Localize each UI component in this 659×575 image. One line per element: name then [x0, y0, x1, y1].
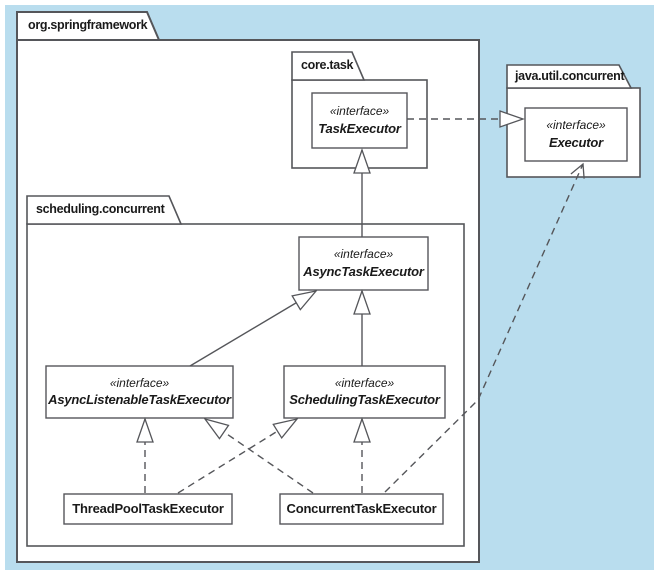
box-thread-pool-task-executor — [63, 493, 233, 525]
thread-pool-task-executor-name: ThreadPoolTaskExecutor — [72, 500, 224, 516]
interface-async-task-executor: «interface» AsyncTaskExecutor — [299, 237, 428, 290]
async-task-executor-name: AsyncTaskExecutor — [303, 263, 424, 279]
box-concurrent-task-executor — [279, 493, 444, 525]
package-java-util-concurrent-tab — [506, 64, 633, 89]
interface-executor: «interface» Executor — [525, 108, 627, 161]
executor-name: Executor — [548, 134, 604, 150]
scheduling-task-executor-name: SchedulingTaskExecutor — [289, 392, 440, 408]
box-executor — [524, 107, 628, 162]
executor-stereotype: «interface» — [546, 118, 606, 132]
task-executor-name: TaskExecutor — [318, 120, 401, 136]
interface-async-listenable-task-executor: «interface» AsyncListenableTaskExecutor — [46, 366, 233, 418]
package-springframework-label: org.springframework — [28, 18, 148, 33]
class-thread-pool-task-executor: ThreadPoolTaskExecutor — [64, 494, 232, 524]
async-listenable-task-executor-name: AsyncListenableTaskExecutor — [48, 392, 231, 408]
async-task-executor-stereotype: «interface» — [333, 247, 394, 261]
package-core-task-tab — [291, 51, 366, 81]
interface-scheduling-task-executor: «interface» SchedulingTaskExecutor — [284, 366, 445, 418]
package-scheduling-concurrent-tab — [26, 195, 183, 225]
package-java-util-concurrent-label: java.util.concurrent — [515, 68, 625, 83]
package-springframework-tab — [16, 11, 161, 41]
package-core-task-label: core.task — [301, 58, 354, 73]
interface-task-executor: «interface» TaskExecutor — [312, 93, 407, 148]
package-scheduling-concurrent-label: scheduling.concurrent — [36, 202, 165, 217]
scheduling-task-executor-stereotype: «interface» — [334, 375, 395, 390]
concurrent-task-executor-name: ConcurrentTaskExecutor — [286, 500, 437, 516]
task-executor-stereotype: «interface» — [329, 104, 390, 118]
box-async-listenable-task-executor — [45, 365, 234, 419]
box-task-executor — [311, 92, 408, 149]
class-concurrent-task-executor: ConcurrentTaskExecutor — [280, 494, 443, 524]
async-listenable-task-executor-stereotype: «interface» — [109, 375, 170, 390]
